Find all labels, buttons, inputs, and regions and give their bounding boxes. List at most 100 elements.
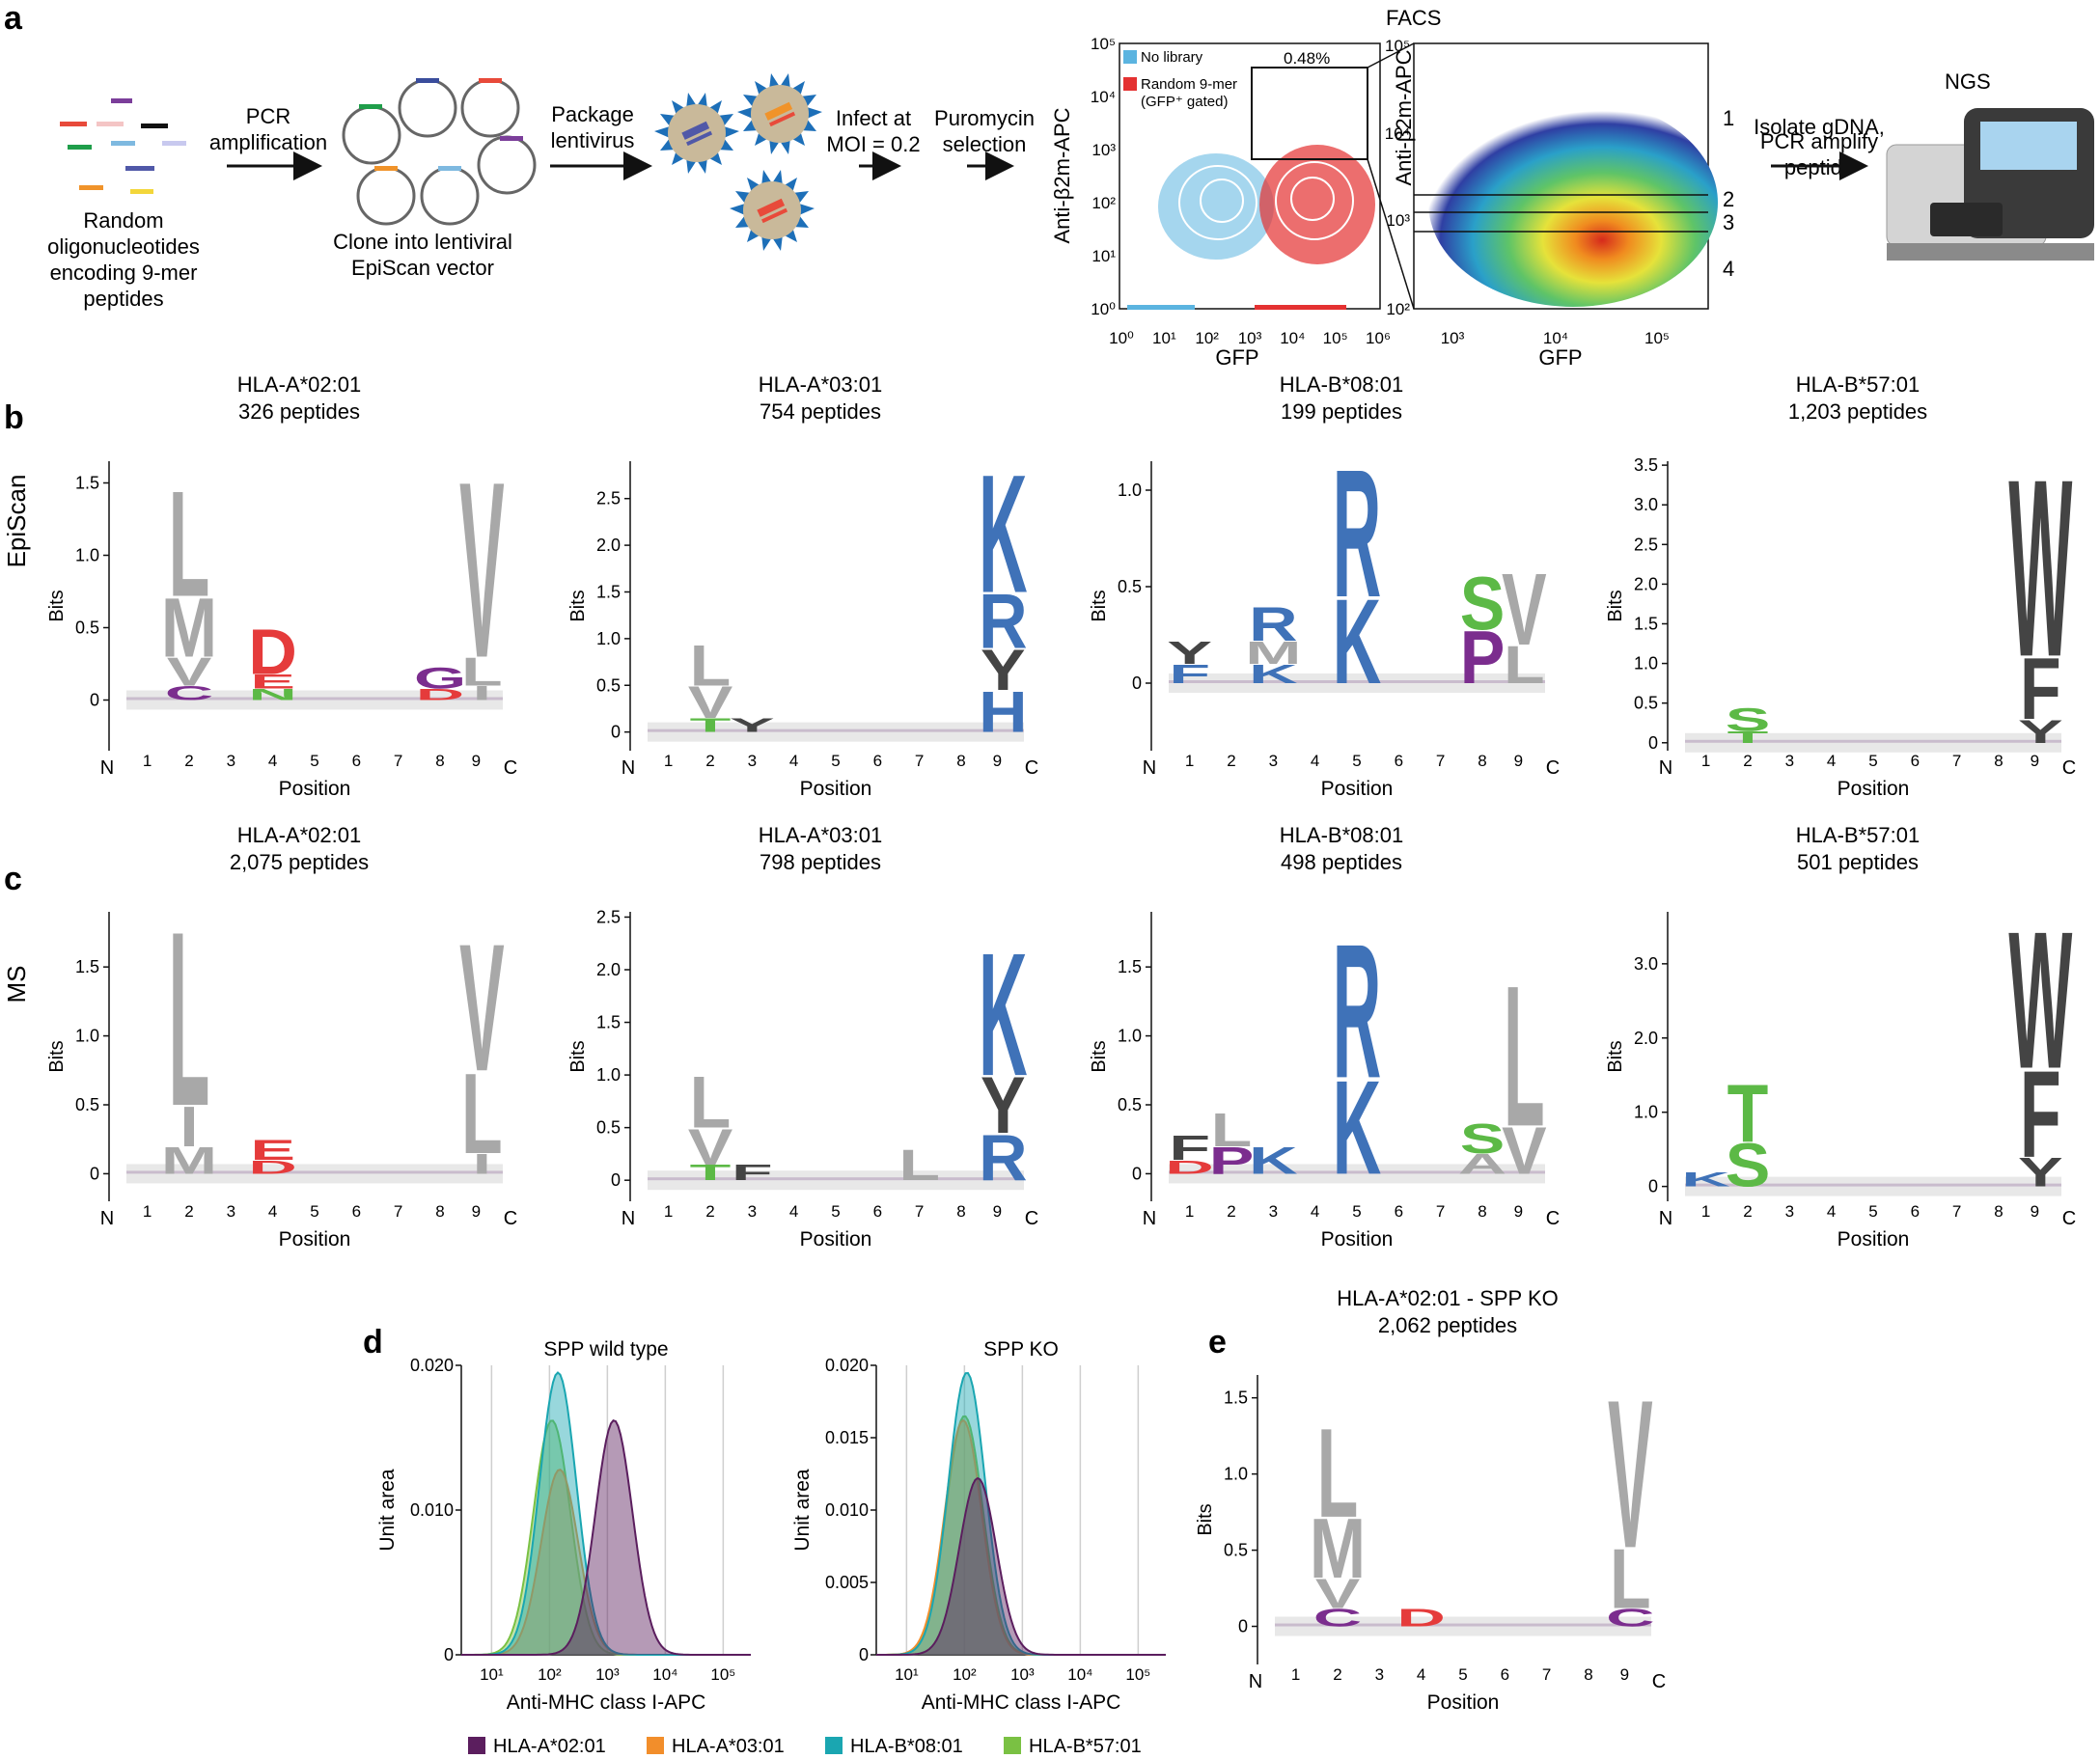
sequencer-icon [1886, 108, 2094, 261]
logo-c-4: HLA-A*02:012,075 peptides00.51.01.5Bits1… [46, 823, 517, 1251]
logo-n-term: N [100, 757, 114, 779]
infect-label-2: MOI = 0.2 [826, 132, 920, 156]
isolate-label-1: Isolate gDNA, [1754, 115, 1885, 139]
bin-2: 2 [1723, 187, 1734, 211]
logo-y-tick: 1.5 [1634, 614, 1658, 633]
hist-y-tick: 0.005 [825, 1573, 869, 1592]
logo-letter: I [473, 682, 491, 704]
logo-pos-tick: 1 [664, 752, 673, 770]
logo-pos-tick: 8 [1478, 752, 1486, 770]
legend-d-swatch [647, 1737, 664, 1754]
logo-y-tick: 1.5 [75, 474, 99, 493]
plasmid-insert-icon [359, 78, 523, 171]
logo-ylabel: Bits [1089, 590, 1110, 621]
logo-n-term: N [1143, 757, 1156, 779]
hist-line [461, 1419, 751, 1656]
logo-pos-tick: 8 [435, 752, 444, 770]
logo-xlabel: Position [800, 778, 872, 800]
logo-pos-tick: 1 [1291, 1665, 1300, 1684]
logo-pos-tick: 7 [1436, 752, 1445, 770]
logo-pos-tick: 8 [1994, 1202, 2003, 1221]
logo-letter: L [898, 1141, 940, 1190]
hist-x-tick: 10² [953, 1665, 977, 1684]
logo-y-tick: 1.5 [75, 957, 99, 976]
logo-xlabel: Position [279, 1228, 351, 1251]
logo-pos-tick: 4 [789, 1202, 798, 1221]
logo-pos-tick: 2 [1227, 1202, 1235, 1221]
logo-n-term: N [1659, 1208, 1672, 1229]
logo-pos-tick: 7 [1952, 752, 1961, 770]
logo-subtitle: 199 peptides [1281, 399, 1402, 424]
logo-pos-tick: 1 [143, 1202, 152, 1221]
logo-letter: I [180, 1094, 198, 1159]
logo-pos-tick: 2 [184, 1202, 193, 1221]
logo-letter: L [461, 650, 503, 695]
logo-pos-tick: 3 [227, 752, 235, 770]
logo-c-term: C [1025, 1208, 1038, 1229]
flow2-xlabel: GFP [1538, 345, 1582, 370]
logo-y-tick: 0.5 [1634, 694, 1658, 713]
logo-letter: M [161, 580, 217, 674]
logo-letter: V [459, 430, 505, 711]
logo-letter: P [1460, 616, 1506, 700]
logo-pos-tick: 6 [352, 1202, 361, 1221]
logo-y-tick: 0 [611, 723, 621, 742]
logo-pos-tick: 2 [1333, 1665, 1341, 1684]
logo-e-8: HLA-A*02:01 - SPP KO2,062 peptides00.51.… [1195, 1286, 1666, 1714]
logo-letter: C [165, 682, 213, 704]
hist-x-tick: 10⁵ [710, 1665, 735, 1684]
hist-line [876, 1418, 1166, 1656]
logo-y-tick: 1.5 [1224, 1388, 1248, 1408]
logo-pos-tick: 2 [184, 752, 193, 770]
logo-pos-tick: 4 [268, 752, 277, 770]
logo-xlabel: Position [1321, 778, 1394, 800]
logo-title: HLA-A*02:01 - SPP KO [1337, 1286, 1559, 1310]
logo-subtitle: 1,203 peptides [1788, 399, 1927, 424]
logo-pos-tick: 4 [1311, 1202, 1319, 1221]
logo-letter: G [414, 662, 466, 696]
logo-y-tick: 2.5 [596, 907, 621, 926]
logo-y-tick: 0 [1132, 673, 1142, 693]
logo-y-tick: 1.0 [75, 546, 99, 565]
logo-ylabel: Bits [46, 1040, 68, 1072]
logo-pos-tick: 9 [1514, 752, 1523, 770]
logo-pos-tick: 4 [1417, 1665, 1425, 1684]
lentivirus-icon [654, 73, 822, 251]
legend-d-label: HLA-A*03:01 [672, 1736, 785, 1757]
flow2-x-tick: 10⁵ [1644, 329, 1670, 347]
logo-letter: H [979, 679, 1027, 745]
hist-ylabel: Unit area [791, 1469, 814, 1552]
logo-pos-tick: 4 [789, 752, 798, 770]
logo-pos-tick: 3 [1269, 1202, 1278, 1221]
logo-letter: M [161, 1141, 217, 1183]
panel-a: Random oligonucleotides encoding 9-mer p… [47, 6, 2094, 370]
hist-y-tick: 0.020 [825, 1356, 869, 1375]
logo-letter: R [1333, 432, 1381, 636]
legend-d-label: HLA-B*08:01 [850, 1736, 963, 1757]
logo-letter: K [979, 441, 1027, 628]
flow1-y-tick: 10⁰ [1091, 300, 1116, 318]
logo-xlabel: Position [1427, 1691, 1500, 1714]
flow1-x-tick: 10⁴ [1280, 329, 1305, 347]
flow1-xlabel: GFP [1215, 345, 1258, 370]
hist-area [461, 1420, 751, 1655]
logo-xlabel: Position [1838, 778, 1910, 800]
logo-pos-tick: 1 [143, 752, 152, 770]
logo-subtitle: 754 peptides [760, 399, 881, 424]
hist-ylabel: Unit area [376, 1469, 399, 1552]
logo-pos-tick: 9 [1620, 1665, 1629, 1684]
logo-letter: S [1460, 1115, 1506, 1163]
logo-pos-tick: 5 [1868, 1202, 1877, 1221]
logo-letter: S [1726, 1131, 1771, 1200]
logo-letter: T [690, 1161, 732, 1185]
logo-subtitle: 2,062 peptides [1378, 1313, 1517, 1337]
logo-letter: D [416, 685, 464, 703]
logo-title: HLA-A*02:01 [237, 823, 361, 847]
logo-y-tick: 0.5 [75, 1095, 99, 1114]
logo-pos-tick: 5 [1352, 752, 1361, 770]
logo-pos-tick: 2 [705, 752, 714, 770]
logo-letter: L [1610, 1531, 1651, 1626]
